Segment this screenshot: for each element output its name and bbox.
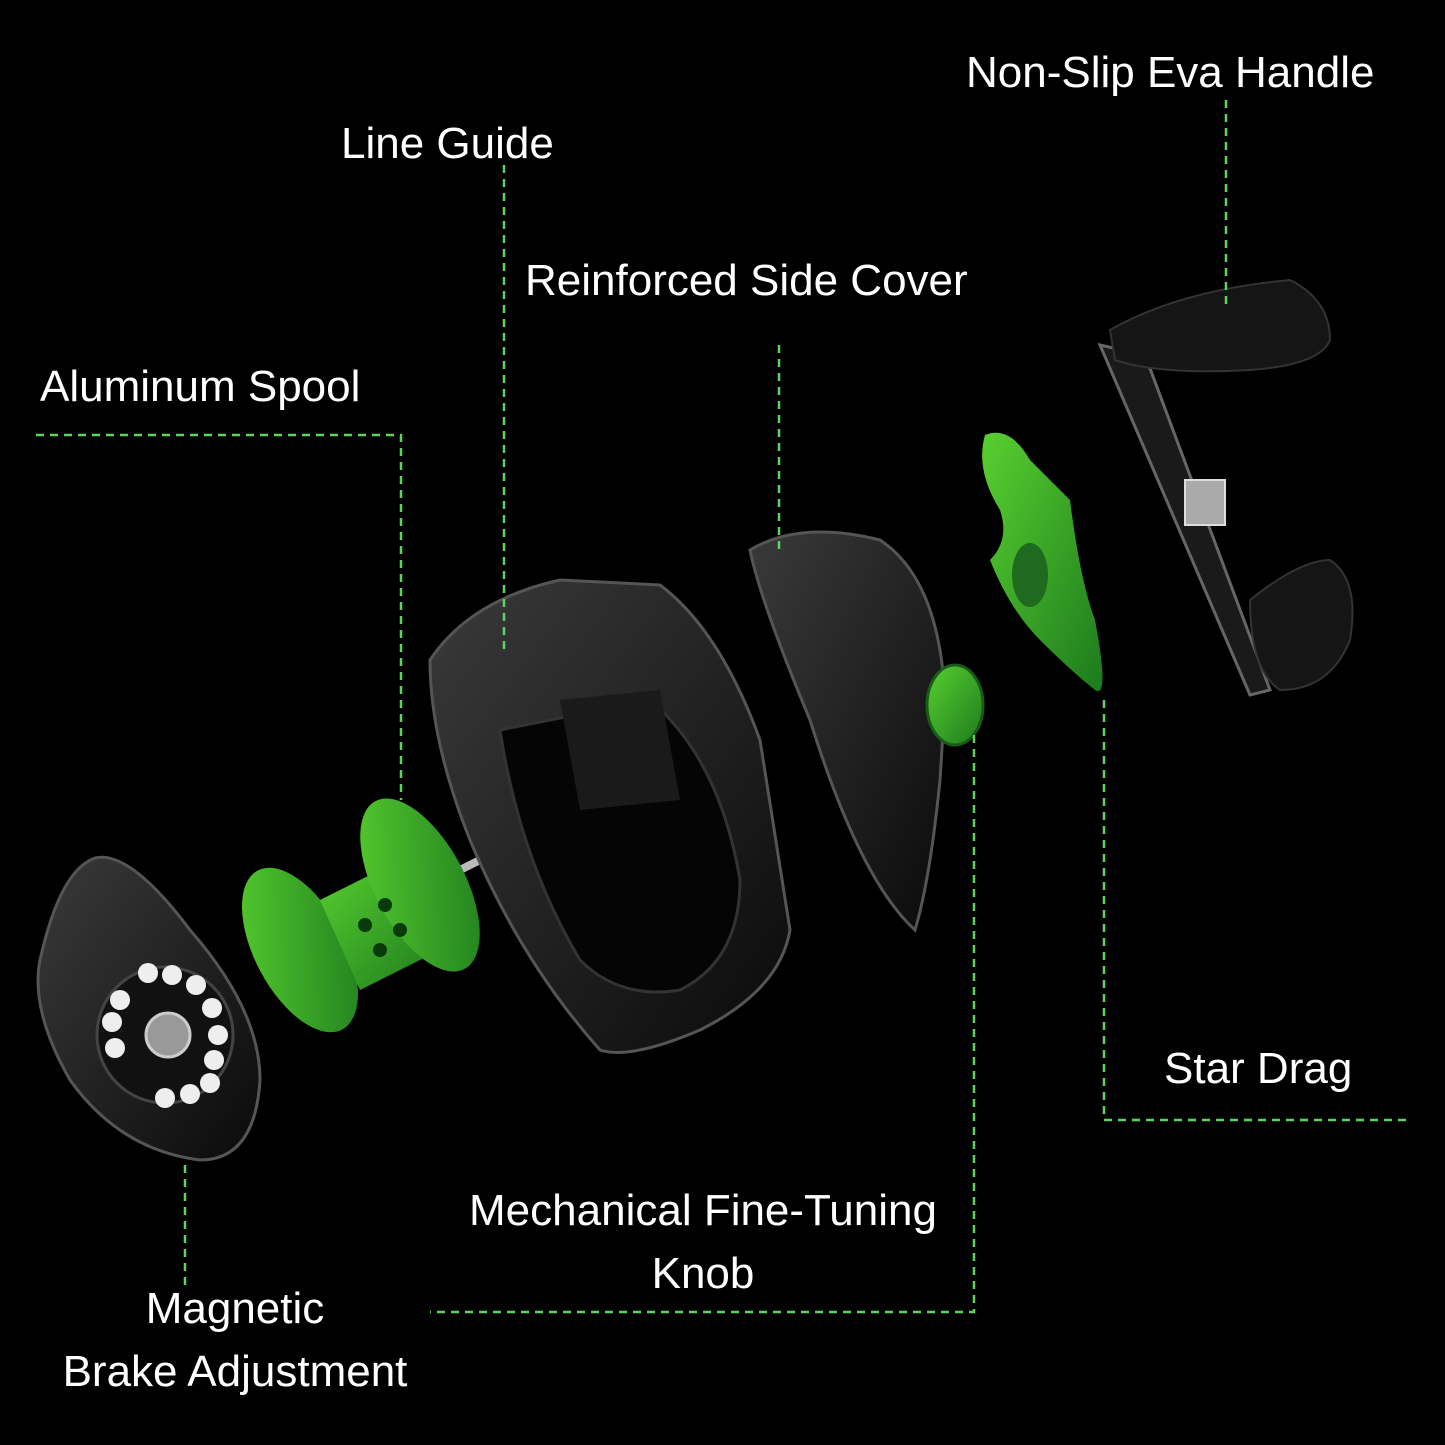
leader-spool bbox=[36, 433, 403, 800]
handle bbox=[1097, 278, 1354, 697]
star-drag bbox=[982, 432, 1103, 692]
brake-magnets bbox=[102, 963, 228, 1108]
label-brake-line2: Brake Adjustment bbox=[62, 1347, 408, 1396]
aluminum-spool bbox=[242, 798, 502, 1033]
label-handle: Non-Slip Eva Handle bbox=[966, 48, 1375, 97]
leader-knob bbox=[430, 735, 976, 1314]
side-cover bbox=[748, 530, 985, 933]
label-line-guide: Line Guide bbox=[341, 119, 554, 168]
label-knob-line1: Mechanical Fine-Tuning bbox=[469, 1186, 937, 1235]
leader-lines bbox=[36, 100, 1410, 1314]
label-spool: Aluminum Spool bbox=[40, 362, 361, 411]
leader-star-drag bbox=[1102, 700, 1410, 1122]
reel-frame bbox=[428, 578, 792, 1054]
magnetic-brake-plate bbox=[36, 855, 262, 1162]
fine-tuning-knob bbox=[925, 663, 985, 747]
label-knob-line2: Knob bbox=[651, 1249, 755, 1298]
label-star-drag: Star Drag bbox=[1164, 1044, 1353, 1093]
label-side-cover: Reinforced Side Cover bbox=[525, 256, 968, 305]
label-brake-line1: Magnetic bbox=[145, 1284, 325, 1333]
